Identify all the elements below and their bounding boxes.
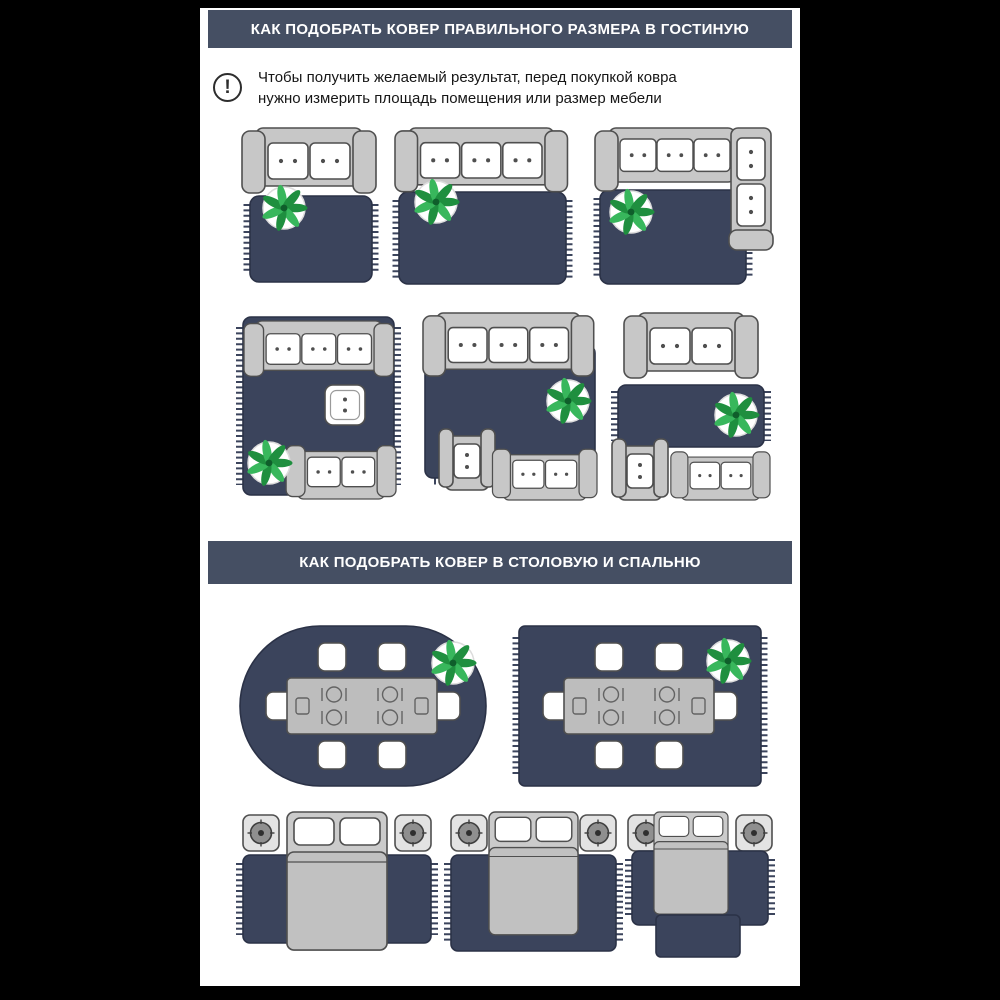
bed: [286, 811, 388, 951]
bed: [653, 811, 729, 915]
top-black-bar: [0, 0, 1000, 8]
bedroom-layout-1: [236, 811, 438, 951]
dining-table: [286, 677, 438, 735]
nightstand-lamp: [450, 814, 488, 852]
nightstand-lamp: [242, 814, 280, 852]
warning-text: Чтобы получить желаемый результат, перед…: [258, 69, 677, 108]
bottom-black-bar: [0, 986, 1000, 1000]
dining-bedroom-section-title: КАК ПОДОБРАТЬ КОВЕР В СТОЛОВУЮ И СПАЛЬНЮ: [299, 554, 701, 571]
coffee-table: [324, 384, 366, 426]
nightstand-lamp: [579, 814, 617, 852]
sofa: [244, 321, 394, 376]
dining-layout-rect-rug: [512, 625, 768, 787]
living-room-section-title: КАК ПОДОБРАТЬ КОВЕР ПРАВИЛЬНОГО РАЗМЕРА …: [250, 20, 750, 38]
dining-table: [563, 677, 715, 735]
nightstand-lamp: [394, 814, 432, 852]
sofa: [624, 313, 758, 378]
armchair: [438, 428, 496, 491]
living-room-layout-2: [392, 126, 573, 285]
living-room-layout-4: [236, 316, 401, 500]
sofa: [395, 128, 567, 192]
dining-bedroom-section-header: КАК ПОДОБРАТЬ КОВЕР В СТОЛОВУЮ И СПАЛЬНЮ: [208, 541, 792, 584]
bed: [488, 811, 579, 936]
corner-sofa: [594, 127, 774, 251]
armchair: [611, 438, 669, 501]
living-room-layout-5: [420, 313, 600, 500]
nightstand-lamp: [735, 814, 773, 852]
living-room-layout-6: [611, 313, 771, 501]
living-room-section-header: КАК ПОДОБРАТЬ КОВЕР ПРАВИЛЬНОГО РАЗМЕРА …: [208, 10, 792, 48]
warning-icon: !: [213, 73, 242, 102]
living-room-layout-3: [593, 127, 774, 285]
sofa: [286, 446, 396, 499]
living-room-layout-1: [238, 126, 379, 283]
sofa: [492, 449, 597, 500]
sofa: [423, 313, 594, 376]
bedroom-layout-2: [444, 811, 623, 952]
dining-layout-oval-rug: [239, 625, 487, 787]
infographic-content: КАК ПОДОБРАТЬ КОВЕР ПРАВИЛЬНОГО РАЗМЕРА …: [200, 0, 800, 1000]
foot-rug: [655, 914, 741, 958]
sofa: [242, 128, 376, 193]
sofa: [671, 452, 770, 500]
bedroom-layout-3: [625, 811, 775, 958]
